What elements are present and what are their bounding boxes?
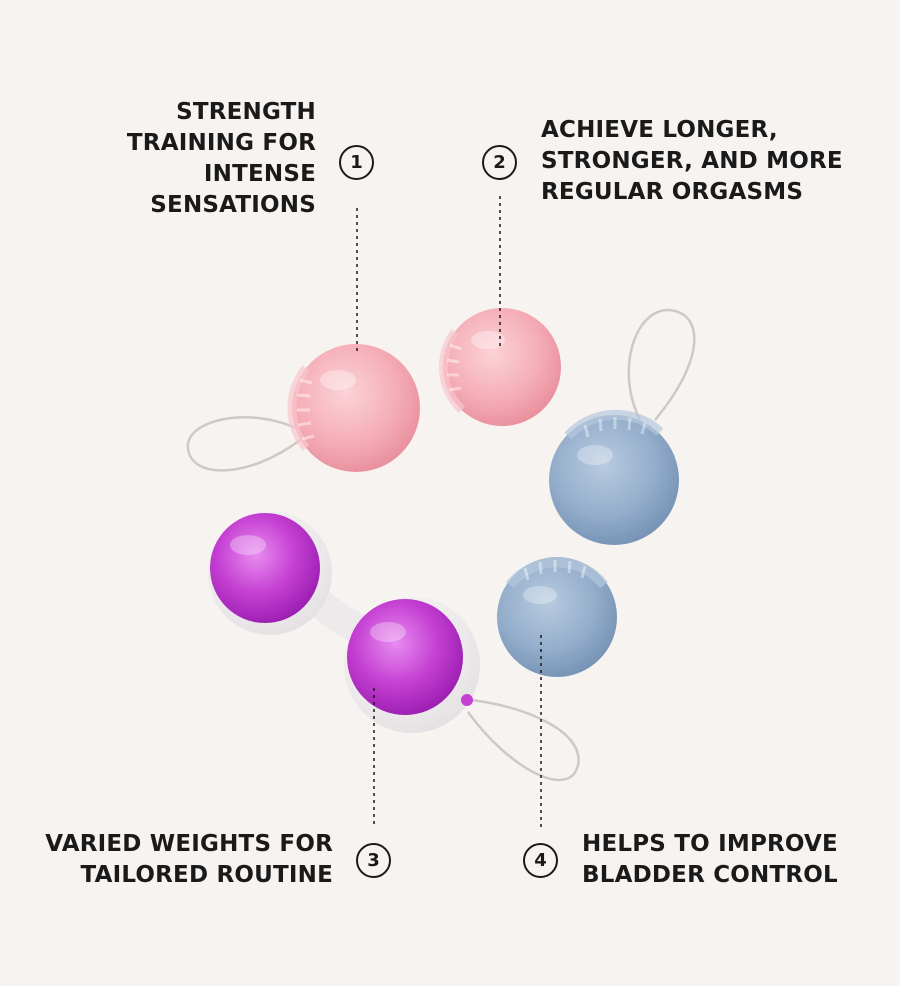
feature-2-number-badge: 2 (482, 145, 517, 180)
feature-2-line-2: STRONGER, AND MORE (541, 148, 843, 174)
feature-2-line-1: ACHIEVE LONGER, (541, 117, 778, 143)
feature-1-line-2: TRAINING FOR (126, 130, 316, 156)
feature-2-line-3: REGULAR ORGASMS (541, 179, 804, 205)
feature-3-label: VARIED WEIGHTS FOR TAILORED ROUTINE (45, 829, 333, 891)
pink-ball-with-cord (186, 344, 420, 472)
feature-4-line-2: BLADDER CONTROL (582, 862, 838, 888)
feature-4-number-badge: 4 (523, 843, 558, 878)
feature-1-line-4: SENSATIONS (150, 192, 316, 218)
feature-1-line-1: STRENGTH (176, 99, 316, 125)
feature-1-line-3: INTENSE (203, 161, 316, 187)
feature-3-number-badge: 3 (356, 843, 391, 878)
pink-ball (438, 308, 561, 426)
feature-4-label: HELPS TO IMPROVE BLADDER CONTROL (582, 829, 838, 891)
feature-4-line-1: HELPS TO IMPROVE (582, 831, 838, 857)
feature-1-number-badge: 1 (339, 145, 374, 180)
feature-3-line-2: TAILORED ROUTINE (80, 862, 333, 888)
blue-ball (497, 557, 617, 677)
blue-ball-with-cord (549, 308, 696, 545)
feature-3-line-1: VARIED WEIGHTS FOR (45, 831, 333, 857)
purple-double-balls (208, 511, 580, 782)
feature-2-label: ACHIEVE LONGER, STRONGER, AND MORE REGUL… (541, 115, 843, 208)
feature-1-label: STRENGTH TRAINING FOR INTENSE SENSATIONS (127, 97, 316, 221)
